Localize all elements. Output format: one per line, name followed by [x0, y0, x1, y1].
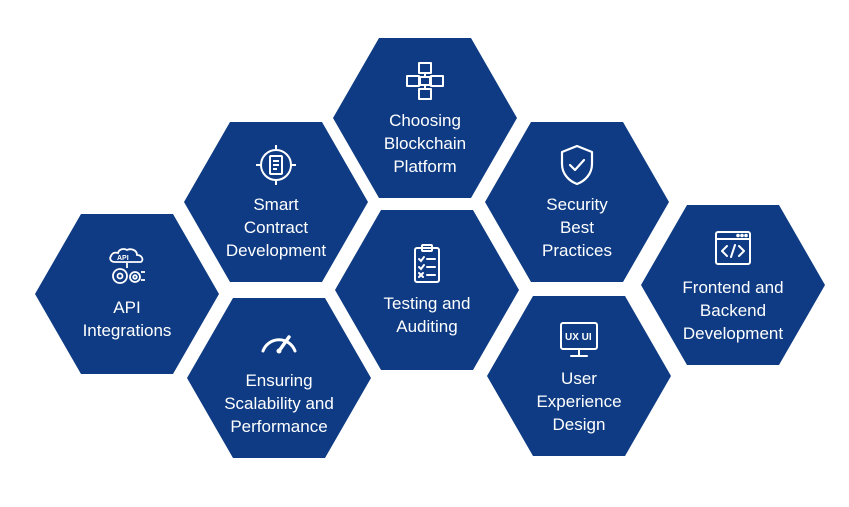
- speedometer-icon: [257, 319, 301, 363]
- hex-label: Testing and Auditing: [383, 294, 471, 336]
- hex-choosing-blockchain-platform: Choosing Blockchain Platform: [333, 38, 517, 198]
- shield-check-icon: [555, 143, 599, 187]
- hex-label: Frontend and Backend Development: [682, 277, 784, 343]
- checklist-clipboard-icon: [405, 242, 449, 286]
- blockchain-cubes-icon: [403, 59, 447, 103]
- hex-testing-and-auditing: Testing and Auditing: [335, 210, 519, 370]
- api-icon-text: API: [117, 255, 129, 262]
- smart-contract-document-icon: [254, 143, 298, 187]
- hex-label: Ensuring Scalability and Performance: [224, 370, 334, 436]
- ux-ui-icon-text: UX UI: [565, 332, 592, 343]
- hex-label: Smart Contract Development: [225, 194, 327, 260]
- ux-ui-monitor-icon: UX UI: [557, 317, 601, 361]
- hex-frontend-and-backend-development: Frontend and Backend Development: [641, 205, 825, 365]
- hex-user-experience-design: UX UI User Experience Design: [487, 296, 671, 456]
- code-window-icon: [711, 226, 755, 270]
- hex-ensuring-scalability-and-performance: Ensuring Scalability and Performance: [187, 298, 371, 458]
- api-gears-icon: API: [105, 246, 149, 290]
- hex-smart-contract-development: Smart Contract Development: [184, 122, 368, 282]
- hex-label: Choosing Blockchain Platform: [383, 110, 467, 176]
- hex-security-best-practices: Security Best Practices: [485, 122, 669, 282]
- hex-label: Security Best Practices: [542, 194, 612, 260]
- hex-label: User Experience Design: [536, 368, 622, 434]
- hex-api-integrations: API API Integrations: [35, 214, 219, 374]
- hex-label: API Integrations: [82, 298, 172, 340]
